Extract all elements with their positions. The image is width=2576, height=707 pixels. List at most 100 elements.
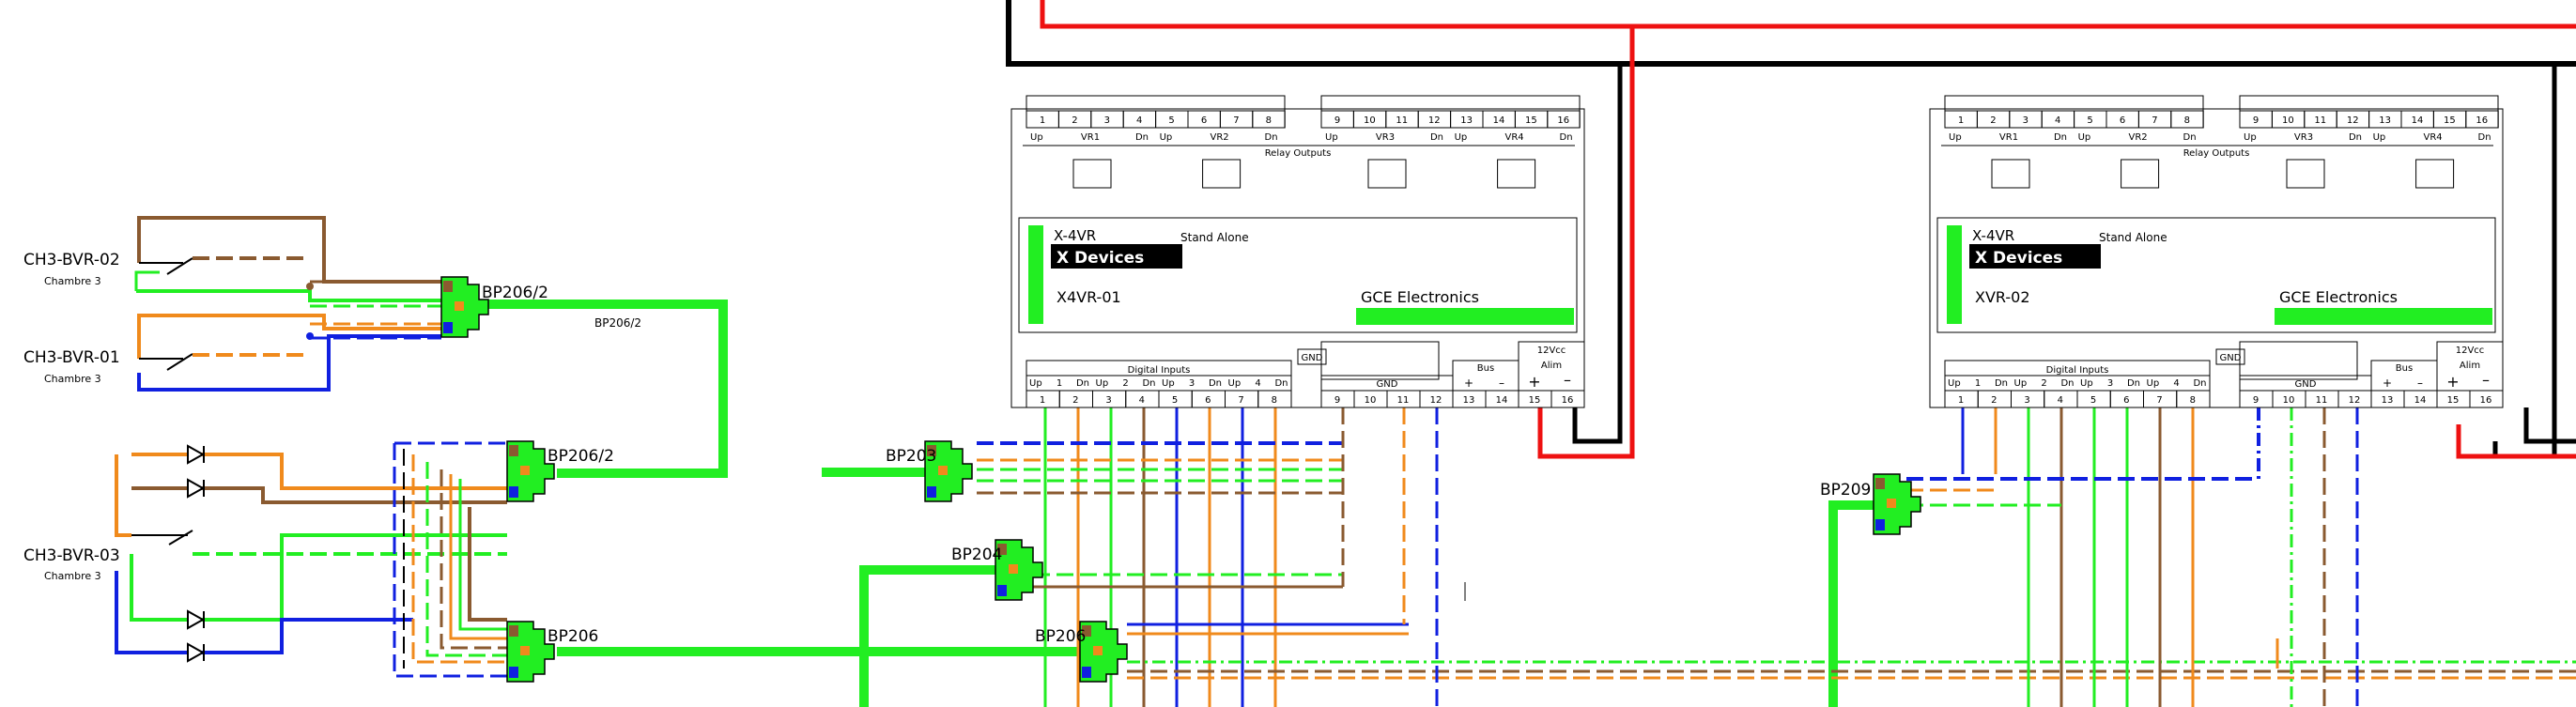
bundle-brown (440, 469, 507, 650)
pin-mid (1887, 499, 1896, 508)
input-terminal-label: 3 (1105, 395, 1111, 406)
junction-dot (306, 283, 314, 290)
input-dn-label: Dn (2060, 378, 2074, 389)
label-bp209: BP209 (1820, 481, 1871, 500)
bundle-orange (411, 454, 507, 664)
switch-bvr01-blade (166, 353, 193, 371)
input-num-label: 2 (1122, 378, 1128, 389)
mode-label: Stand Alone (2099, 231, 2167, 244)
relay-terminal-label: 14 (2412, 115, 2424, 126)
alim-label: Alim (1541, 361, 1562, 371)
gnd-terminal-label: 10 (1365, 395, 1377, 406)
relay-dn-label: Dn (1265, 132, 1278, 143)
junction-dot (306, 332, 314, 340)
module-frame (1010, 108, 1585, 408)
pin-top (997, 544, 1007, 555)
trunk-bp204 (859, 565, 995, 707)
relay-dn-label: Dn (1560, 132, 1573, 143)
power-bus-black (1006, 0, 2576, 67)
status-bar (1028, 225, 1043, 324)
relay-group-label: VR2 (1211, 132, 1229, 143)
input-terminal-label: 7 (2156, 395, 2162, 406)
module-face (1018, 217, 1578, 333)
gnd-terminal-label: 11 (1397, 395, 1410, 406)
bus-terminal-label: 14 (2414, 395, 2427, 406)
pin-top (509, 445, 518, 456)
label-ch3-bvr-03: CH3-BVR-03 (23, 546, 120, 565)
maker-bar (1356, 308, 1574, 325)
input-up-label: Up (1096, 378, 1109, 389)
connector-bp206-left (506, 621, 555, 683)
pin-bottom (443, 322, 453, 333)
relay-coil (1991, 159, 2030, 189)
status-bar (1947, 225, 1962, 324)
relay-coil (1072, 159, 1112, 189)
wire-bvr01-blue (137, 334, 441, 392)
input-up-label: Up (2147, 378, 2160, 389)
input-terminal-label: 1 (1958, 395, 1964, 406)
pin-bottom (927, 486, 936, 498)
bus-label: Bus (2396, 363, 2413, 374)
pin-top (1875, 478, 1885, 489)
gnd-header: GND (1377, 379, 1398, 390)
relay-terminal-label: 15 (1525, 115, 1537, 126)
relay-terminal-label: 10 (1364, 115, 1376, 126)
input-terminal-label: 2 (1072, 395, 1078, 406)
brand-box (1051, 244, 1182, 269)
gnd-terminal-label: 12 (1430, 395, 1442, 406)
input-dn-label: Dn (1142, 378, 1155, 389)
wire-bvr03-blue (115, 571, 413, 654)
pin-top (1082, 625, 1091, 637)
label-bp204: BP204 (951, 546, 1002, 564)
input-num-label: 1 (1057, 378, 1062, 389)
label-bp206-right: BP206 (1035, 627, 1086, 646)
relay-up-label: Up (2373, 132, 2386, 143)
connector-bp206-right (1079, 621, 1128, 683)
bundle-green (425, 462, 507, 657)
power-red-module-1 (1537, 26, 1635, 459)
power-black-module-2 (2492, 64, 2557, 459)
relay-terminal-label: 2 (1072, 115, 1077, 126)
alim-minus: – (2482, 371, 2490, 389)
gnd-terminal-label: 11 (2316, 395, 2328, 406)
label-ch3-bvr-03-room: Chambre 3 (44, 570, 101, 582)
relay-terminal-label: 11 (2314, 115, 2326, 126)
alim-terminal-label: 15 (1529, 395, 1541, 406)
input-terminal-label: 3 (2024, 395, 2029, 406)
alim-terminal (2469, 390, 2504, 408)
input-num-label: 4 (2173, 378, 2179, 389)
input-num-label: 3 (2107, 378, 2113, 389)
label-bp206-left: BP206 (548, 627, 598, 646)
module-face (1936, 217, 2496, 333)
input-terminal-label: 8 (1272, 395, 1277, 406)
relay-terminal-label: 8 (1266, 115, 1272, 126)
power-black-module-1 (1572, 64, 1623, 444)
relay-terminal-label: 1 (1040, 115, 1045, 126)
label-bp206-2-top: BP206/2 (482, 284, 548, 302)
relay-terminal-label: 6 (2120, 115, 2125, 126)
alim-plus: + (2446, 373, 2459, 391)
relay-terminal-label: 7 (1233, 115, 1239, 126)
relay-terminal-label: 3 (2023, 115, 2028, 126)
relay-terminal-label: 5 (1168, 115, 1174, 126)
gnd-box (2215, 348, 2245, 365)
alim-label: Alim (2460, 361, 2480, 371)
digital-inputs-title: Digital Inputs (1128, 365, 1191, 376)
relay-outputs-title: Relay Outputs (2183, 148, 2250, 159)
alim-plus: + (1528, 373, 1540, 391)
pin-bottom (509, 486, 518, 498)
gnd-terminal-label: 9 (2253, 395, 2259, 406)
connector-bp209 (1873, 473, 1921, 535)
pin-mid (520, 466, 530, 475)
wire-bvr01-orange (137, 314, 441, 359)
wire-layer (115, 0, 2576, 707)
relay-terminal-label: 3 (1104, 115, 1110, 126)
gnd-box-label: GND (1302, 353, 1323, 363)
relay-dn-label: Dn (1430, 132, 1443, 143)
relay-terminal-label: 5 (2087, 115, 2092, 126)
wire-bvr02-green-a (134, 270, 160, 291)
maker-bar (2275, 308, 2492, 325)
input-terminal-label: 4 (2058, 395, 2063, 406)
trunk-bp206-2 (474, 300, 728, 478)
